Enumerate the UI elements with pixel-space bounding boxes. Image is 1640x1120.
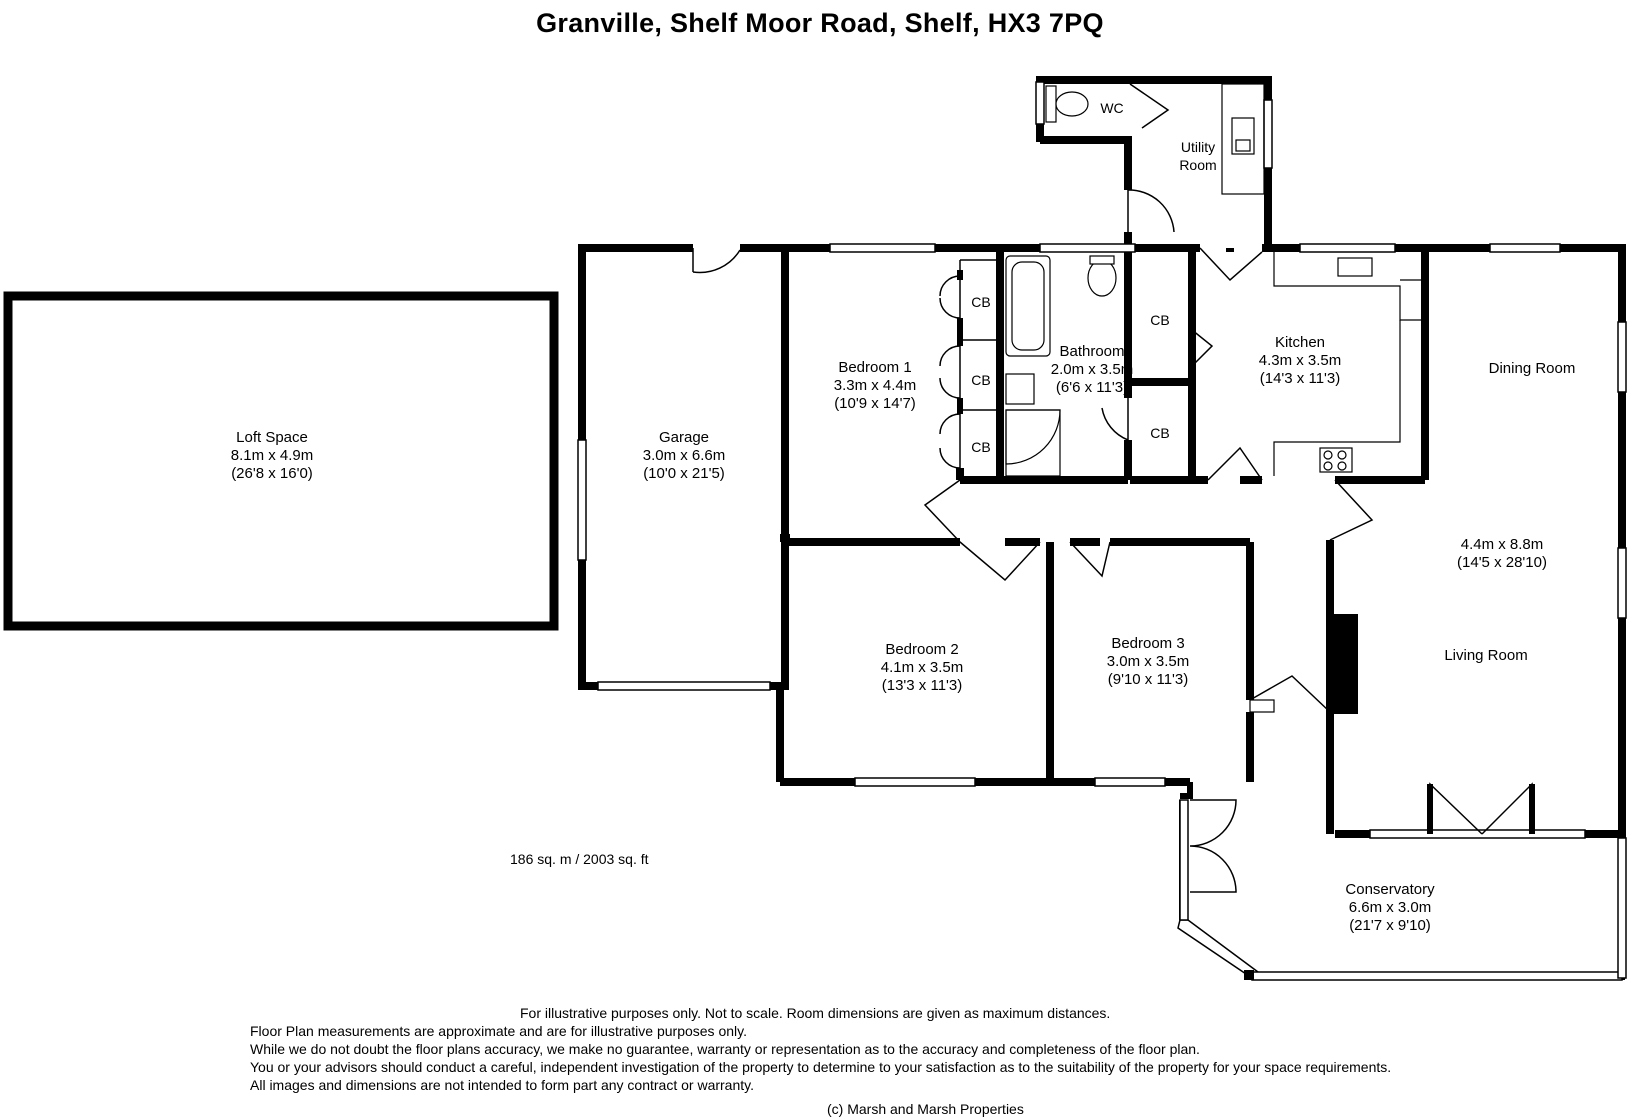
bedroom2-imperial: (13'3 x 11'3) [882, 677, 963, 694]
garage-window-left [577, 439, 587, 561]
living-room-door [1329, 479, 1374, 541]
kitchen-door-top [1199, 247, 1263, 282]
garage-imperial: (10'0 x 21'5) [643, 465, 725, 482]
total-area: 186 sq. m / 2003 sq. ft [510, 851, 649, 867]
disclaimer-line-5: All images and dimensions are not intend… [250, 1077, 754, 1093]
wc-toilet [1045, 85, 1089, 123]
utility-worktop [1221, 83, 1265, 195]
house-windows [829, 243, 1627, 839]
cb-label-1: CB [971, 294, 990, 310]
bedroom1-wardrobes [939, 259, 1000, 480]
bathroom-door [1101, 398, 1129, 441]
french-door-walls [1427, 784, 1535, 834]
house-walls [780, 244, 1626, 838]
utility-window [1263, 99, 1273, 169]
bathroom-imperial: (6'6 x 11'3) [1056, 379, 1128, 396]
loft-space-imperial: (26'8 x 16'0) [231, 465, 313, 482]
hall-cupboards [1191, 329, 1214, 367]
loft-space-label: Loft Space [236, 429, 308, 446]
cb-label-2: CB [971, 372, 990, 388]
living-room-imperial: (14'5 x 28'10) [1457, 554, 1547, 571]
bedroom2-door [959, 541, 1041, 582]
conservatory-label: Conservatory [1345, 881, 1435, 898]
bedroom1-metric: 3.3m x 4.4m [834, 377, 917, 394]
bedroom1-label: Bedroom 1 [838, 359, 911, 376]
utility-room-label-1: Utility [1181, 139, 1215, 155]
utility-door [1127, 189, 1175, 233]
bedroom1-door [923, 479, 961, 543]
bathroom-label: Bathroom [1059, 343, 1124, 360]
conservatory-metric: 6.6m x 3.0m [1349, 899, 1432, 916]
disclaimer: For illustrative purposes only. Not to s… [250, 1004, 1391, 1118]
living-room-metric: 4.4m x 8.8m [1461, 536, 1544, 553]
conservatory-imperial: (21'7 x 9'10) [1349, 917, 1431, 934]
cb-label-3: CB [971, 439, 990, 455]
kitchen-imperial: (14'3 x 11'3) [1260, 370, 1341, 387]
garage-label: Garage [659, 429, 709, 446]
disclaimer-line-1: For illustrative purposes only. Not to s… [520, 1005, 1111, 1021]
garage-walls [578, 244, 789, 782]
conservatory-door [1189, 799, 1237, 893]
garage-metric: 3.0m x 6.6m [643, 447, 726, 464]
living-room-label: Living Room [1444, 647, 1527, 664]
bedroom3-label: Bedroom 3 [1111, 635, 1184, 652]
hall-door [1249, 675, 1331, 713]
kitchen-metric: 4.3m x 3.5m [1259, 352, 1342, 369]
bedroom2-metric: 4.1m x 3.5m [881, 659, 964, 676]
bedroom3-metric: 3.0m x 3.5m [1107, 653, 1190, 670]
kitchen-label: Kitchen [1275, 334, 1325, 351]
utility-room-label-2: Room [1179, 157, 1216, 173]
hall-threshold [1249, 699, 1275, 713]
copyright: (c) Marsh and Marsh Properties [827, 1101, 1024, 1117]
bedroom2-label: Bedroom 2 [885, 641, 958, 658]
kitchen-door-left [1207, 446, 1263, 481]
loft-space-metric: 8.1m x 4.9m [231, 447, 314, 464]
garage-side-door [692, 248, 741, 274]
wc-window [1035, 81, 1045, 125]
loft-space-outline [3, 291, 559, 631]
disclaimer-line-3: While we do not doubt the floor plans ac… [250, 1041, 1200, 1057]
kitchen-worktops [1273, 252, 1425, 476]
bedroom3-door [1069, 541, 1111, 578]
disclaimer-line-2: Floor Plan measurements are approximate … [250, 1023, 747, 1039]
bathroom-fixtures [1005, 255, 1117, 477]
disclaimer-line-4: You or your advisors should conduct a ca… [250, 1059, 1392, 1075]
wc-label: WC [1100, 100, 1123, 116]
cb-label-4: CB [1150, 312, 1169, 328]
bedroom3-imperial: (9'10 x 11'3) [1108, 671, 1189, 688]
dining-room-label: Dining Room [1489, 360, 1576, 377]
chimney-breast [1332, 614, 1358, 714]
garage-door [597, 681, 771, 691]
wc-door [1129, 83, 1170, 129]
bathroom-metric: 2.0m x 3.5m [1051, 361, 1134, 378]
cb-label-5: CB [1150, 425, 1169, 441]
living-room-french-doors [1429, 782, 1533, 835]
plan-title: Granville, Shelf Moor Road, Shelf, HX3 7… [536, 8, 1104, 38]
bedroom1-imperial: (10'9 x 14'7) [834, 395, 916, 412]
conservatory-corner [1244, 970, 1254, 980]
